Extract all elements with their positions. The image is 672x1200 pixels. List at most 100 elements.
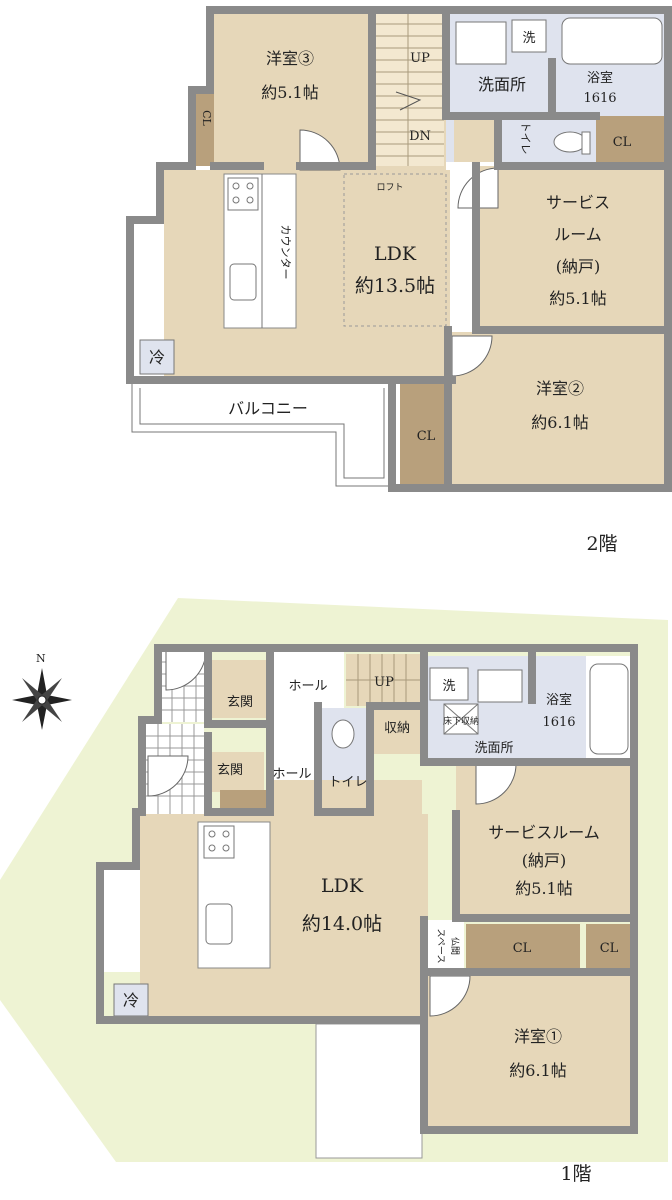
- wall-1f-service: [452, 810, 638, 922]
- bath-size-2f: 1616: [583, 91, 616, 106]
- entrance-a-label: 玄関: [227, 695, 253, 710]
- toilet-bowl-2f: [553, 131, 587, 153]
- entrance-a-floor: [212, 660, 270, 718]
- entrance-b-floor: [208, 752, 264, 792]
- wall-1f-entry-a: [204, 648, 274, 728]
- wall-1f-outer-left: [96, 644, 428, 1024]
- floor-storage-label: 床下収納: [443, 715, 479, 727]
- closet-b-1f-label: CL: [600, 941, 619, 956]
- laundry-icon-2f: 洗: [522, 31, 535, 46]
- wall-1f-entry-b: [204, 732, 274, 816]
- sink-2f: [229, 263, 257, 301]
- closet-c-label: CL: [417, 429, 436, 444]
- closet-a-label: CL: [200, 110, 213, 126]
- wall-1f-wet: [420, 648, 638, 766]
- fridge-box-1f: [113, 983, 149, 1017]
- storage-1f-floor: [372, 708, 422, 754]
- washroom-2f: 洗面所: [478, 75, 526, 94]
- door-service-1f: [475, 763, 517, 805]
- ldk1-floor: [140, 814, 428, 1020]
- service2-line1: サービス: [546, 193, 610, 212]
- toilet-2f: トイレ: [519, 122, 532, 155]
- floor2-plan: 洋室③ 約5.1帖 CL UP DN 洗 洗面所 浴室 1616 トイレ CL …: [126, 6, 672, 555]
- shoe-box: [220, 790, 266, 812]
- bath-name-2f: 浴室: [587, 70, 613, 86]
- room2-size: 約6.1帖: [531, 413, 588, 432]
- north-label: N: [36, 652, 46, 665]
- door-room1: [429, 975, 471, 1017]
- wall-2f-wet: [442, 6, 600, 120]
- room3-name: 洋室③: [266, 49, 314, 68]
- stair-dn-2f: DN: [409, 129, 431, 144]
- ldk2-floor: [160, 170, 450, 380]
- closet-c-2f: [400, 380, 452, 488]
- floor1-label: 1階: [560, 1163, 591, 1185]
- vanity-2f: [455, 21, 507, 65]
- balcony-area: [132, 380, 392, 486]
- closet-b-1f: [586, 924, 632, 970]
- closet-a-2f: [192, 90, 214, 166]
- toilet-1f: トイレ: [328, 775, 367, 790]
- closet-b-label: CL: [613, 135, 632, 150]
- closet-b-2f: [596, 116, 668, 164]
- ldk2-size: 約13.5帖: [355, 275, 435, 297]
- bath-1f-floor: [532, 656, 586, 760]
- laundry-box-1f: [429, 667, 469, 701]
- wall-2f-service: [472, 162, 672, 334]
- butsuma-line1: 仏間: [449, 937, 460, 955]
- room1-name: 洋室①: [514, 1027, 562, 1046]
- stair-up-1f: UP: [374, 675, 394, 690]
- service2-line2: ルーム: [554, 225, 602, 244]
- north-compass: N: [12, 652, 72, 730]
- closet-a-1f: [466, 924, 580, 970]
- service1-line1: サービスルーム: [488, 823, 600, 842]
- stove-1f: [203, 825, 235, 859]
- door-room2: [451, 335, 493, 377]
- wall-2f-outer-right: [206, 6, 672, 492]
- sink-1f: [205, 903, 233, 945]
- bath-name-1f: 浴室: [546, 692, 572, 708]
- stove-2f: [227, 177, 259, 211]
- service1-line2: (納戸): [522, 851, 567, 870]
- fridge-1f: 冷: [123, 991, 139, 1010]
- stairs-2f: [372, 14, 444, 166]
- ldk1-name: LDK: [321, 875, 364, 897]
- hall-2f: [454, 120, 498, 162]
- closet-a-1f-label: CL: [513, 941, 532, 956]
- washroom-1f: 洗面所: [474, 741, 513, 756]
- balcony-label: バルコニー: [228, 399, 308, 418]
- room3-size: 約5.1帖: [261, 83, 318, 102]
- loft-outline: [343, 173, 447, 327]
- loft-label: ロフト: [376, 183, 403, 193]
- butsuma-space: [428, 920, 464, 972]
- storage-label: 収納: [384, 721, 410, 736]
- bath-size-1f: 1616: [542, 715, 575, 730]
- carport-area: [315, 1023, 423, 1159]
- door-entrance-b: [147, 755, 189, 797]
- counter-label: カウンター: [279, 225, 292, 280]
- balcony-inner-line: [139, 388, 385, 479]
- wall-1f-toilet: [314, 702, 428, 816]
- bathtub-2f: [561, 17, 663, 65]
- wall-1f-room1: [420, 916, 638, 1024]
- service-room-2f-floor: [476, 166, 668, 330]
- floor2-label: 2階: [586, 533, 617, 555]
- toilet-bowl-1f: [331, 719, 355, 749]
- room1-size: 約6.1帖: [509, 1061, 566, 1080]
- floor1-plan: N: [0, 598, 668, 1185]
- stairs-1f: [346, 654, 424, 706]
- wall-2f-outer-left: [126, 6, 456, 384]
- hall-a-label: ホール: [288, 679, 327, 694]
- fridge-box-2f: [139, 339, 175, 375]
- bathtub-1f: [589, 663, 629, 755]
- laundry-box-2f: [511, 19, 547, 53]
- ldk2-name: LDK: [374, 243, 417, 265]
- service2-size: 約5.1帖: [549, 289, 606, 308]
- service1-size: 約5.1帖: [515, 879, 572, 898]
- service2-line3: (納戸): [556, 257, 601, 276]
- entrance-b-label: 玄関: [217, 763, 243, 778]
- butsuma-line2: スペース: [435, 929, 445, 964]
- stair-up-2f: UP: [410, 51, 430, 66]
- room2-name: 洋室②: [536, 379, 584, 398]
